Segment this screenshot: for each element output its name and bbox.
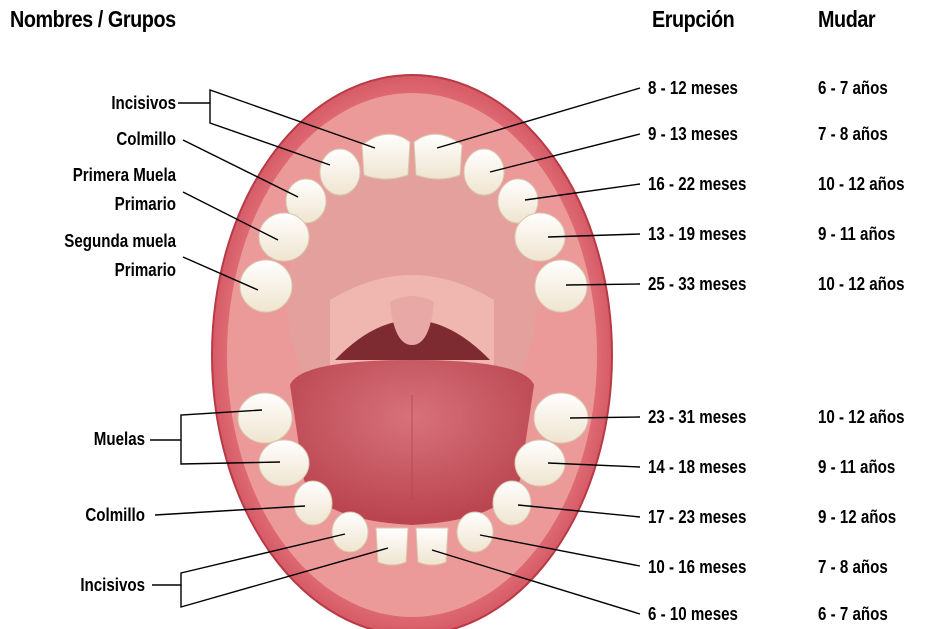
upper-first-molar-left <box>259 213 309 261</box>
upper-lateral-incisor-right <box>464 149 504 195</box>
first-molar-label-line2: Primario <box>115 192 176 216</box>
upper-second-molar-right <box>535 260 587 312</box>
shedding-value: 6 - 7 años <box>818 76 888 100</box>
eruption-value: 6 - 10 meses <box>648 602 738 626</box>
eruption-value: 17 - 23 meses <box>648 505 746 529</box>
shedding-value: 7 - 8 años <box>818 122 888 146</box>
eruption-value: 16 - 22 meses <box>648 172 746 196</box>
upper-canine-label: Colmillo <box>116 127 176 151</box>
first-molar-label-line1: Primera Muela <box>73 163 176 187</box>
lower-second-molar-left <box>238 393 292 443</box>
lower-molars-label: Muelas <box>94 427 145 451</box>
eruption-value: 14 - 18 meses <box>648 455 746 479</box>
eruption-value: 10 - 16 meses <box>648 555 746 579</box>
second-molar-label-line2: Primario <box>115 258 176 282</box>
upper-incisors-label: Incisivos <box>111 91 176 115</box>
shedding-value: 9 - 12 años <box>818 505 896 529</box>
eruption-value: 23 - 31 meses <box>648 405 746 429</box>
second-molar-label-line1: Segunda muela <box>64 229 176 253</box>
eruption-value: 9 - 13 meses <box>648 122 738 146</box>
lower-canine-left <box>294 481 332 525</box>
upper-central-incisor-left <box>362 134 410 179</box>
shedding-value: 10 - 12 años <box>818 172 905 196</box>
shedding-value: 10 - 12 años <box>818 405 905 429</box>
lower-incisors-label: Incisivos <box>80 573 145 597</box>
eruption-value: 25 - 33 meses <box>648 272 746 296</box>
lower-central-incisor-left <box>376 528 408 565</box>
upper-central-incisor-right <box>414 134 462 179</box>
upper-lateral-incisor-left <box>320 149 360 195</box>
lower-central-incisor-right <box>416 528 448 565</box>
lower-canine-right <box>493 481 531 525</box>
shedding-value: 9 - 11 años <box>818 455 895 479</box>
shedding-value: 9 - 11 años <box>818 222 895 246</box>
lower-lateral-incisor-right <box>457 512 493 552</box>
shedding-value: 10 - 12 años <box>818 272 905 296</box>
shedding-value: 6 - 7 años <box>818 602 888 626</box>
lower-lateral-incisor-left <box>332 512 368 552</box>
lower-canine-label: Colmillo <box>85 503 145 527</box>
shedding-value: 7 - 8 años <box>818 555 888 579</box>
lower-first-molar-left <box>259 440 309 486</box>
eruption-value: 8 - 12 meses <box>648 76 738 100</box>
eruption-value: 13 - 19 meses <box>648 222 746 246</box>
